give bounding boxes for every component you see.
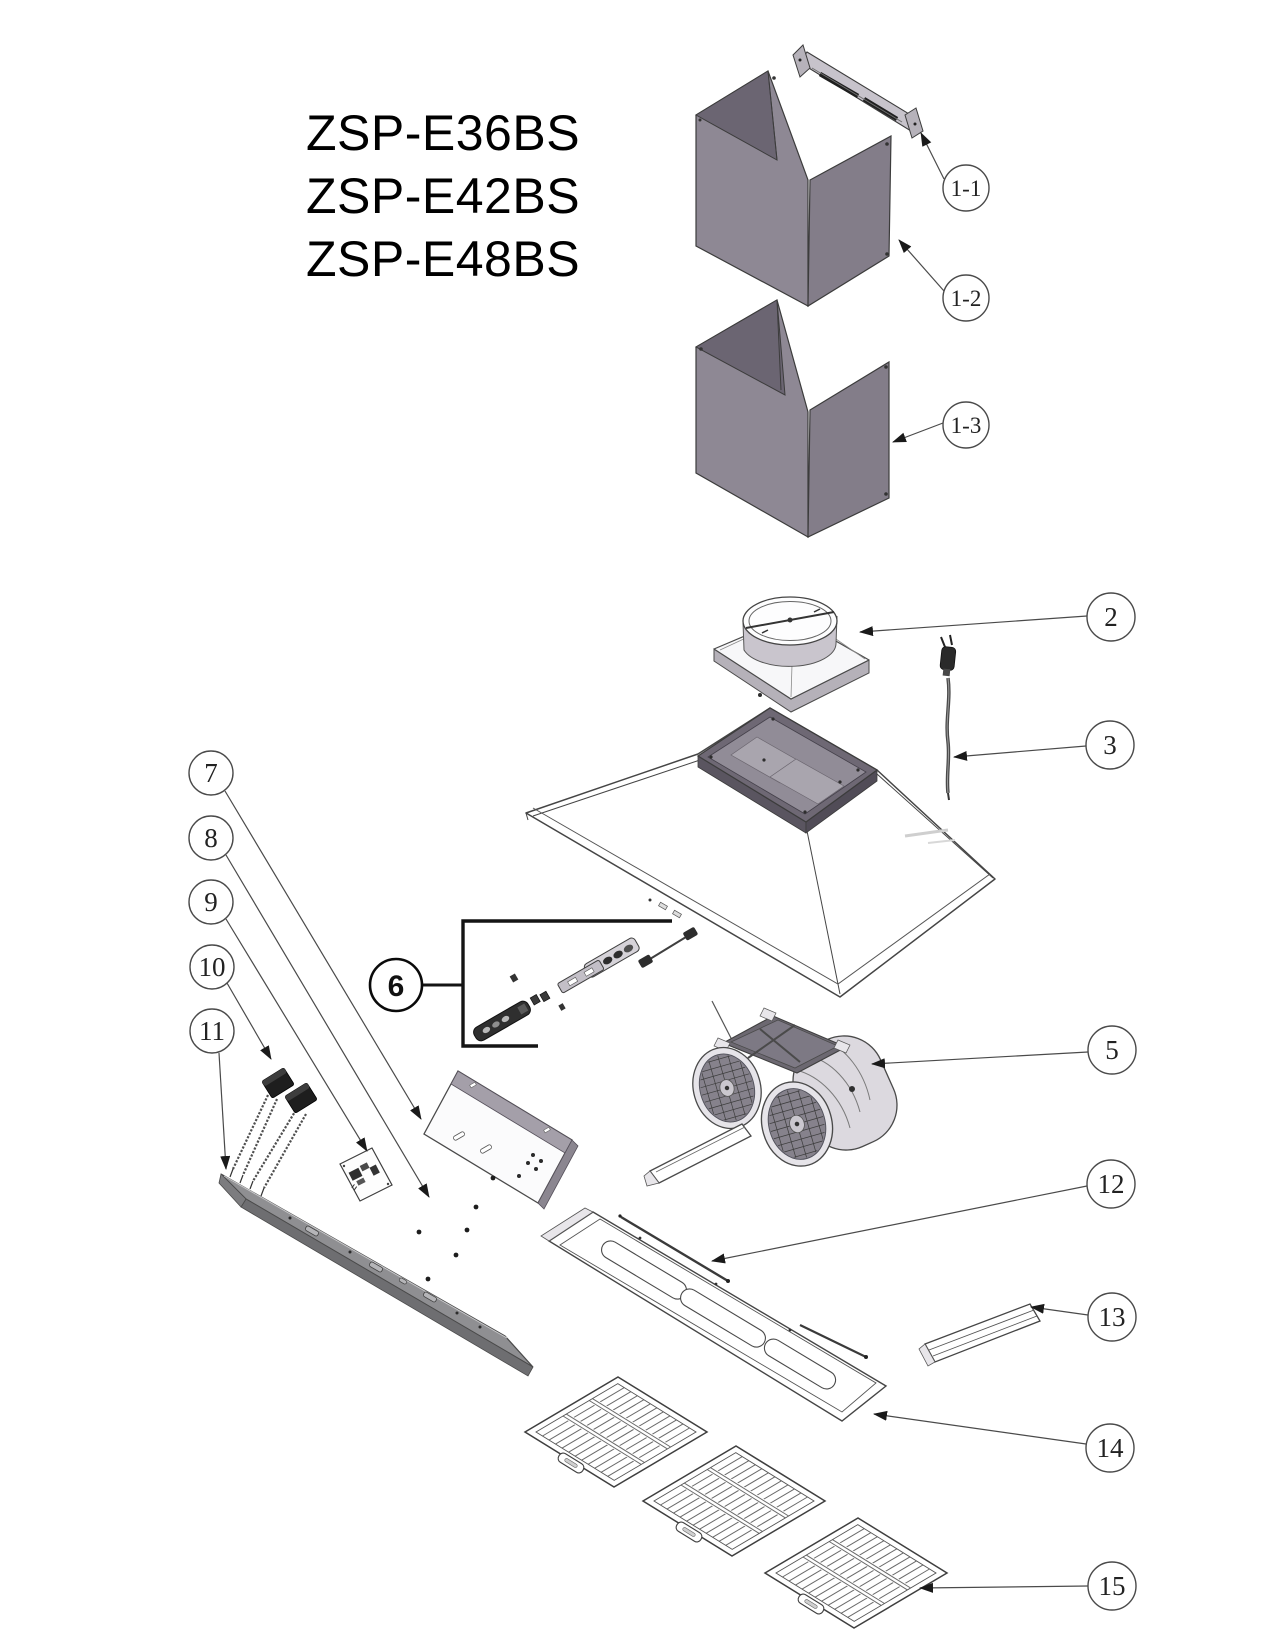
callouts: 1-1 1-2 1-3 2 3 5 6 7	[188, 164, 1137, 1611]
leader-lines	[218, 132, 1089, 1593]
small-block	[509, 973, 519, 983]
leader-8	[225, 854, 430, 1198]
callout-6: 6	[368, 957, 424, 1013]
leader-13	[1030, 1303, 1089, 1316]
switch-bracket	[557, 960, 605, 994]
electrical-plate	[423, 1070, 579, 1210]
pcb	[339, 1147, 393, 1202]
jumper-cable	[638, 927, 698, 968]
callout-9: 9	[188, 879, 234, 925]
callout-5: 5	[1087, 1025, 1137, 1075]
mounting-bracket	[792, 44, 924, 139]
blower-assembly	[683, 1000, 898, 1175]
baffle-filter-1	[525, 1377, 707, 1487]
capacitors	[229, 1067, 317, 1197]
callout-1-1-label: 1-1	[951, 176, 982, 201]
small-block-2	[558, 1003, 566, 1011]
callout-15-label: 15	[1099, 1571, 1126, 1601]
side-rail-right	[918, 1303, 1041, 1367]
leader-11	[218, 1052, 231, 1170]
callout-1-2-label: 1-2	[951, 286, 982, 311]
model-name-2: ZSP-E42BS	[306, 168, 580, 224]
filter-frame	[540, 1207, 888, 1422]
chimney-upper-section	[695, 70, 892, 308]
leader-14	[873, 1410, 1087, 1445]
leader-5	[871, 1051, 1089, 1069]
leader-1-1	[920, 132, 945, 180]
callout-8-label: 8	[204, 823, 218, 853]
callout-14-label: 14	[1097, 1433, 1125, 1463]
callout-1-2: 1-2	[942, 274, 990, 322]
callout-1-3: 1-3	[942, 401, 990, 449]
callout-7: 7	[188, 750, 234, 796]
callout-13: 13	[1087, 1292, 1137, 1342]
duct-adapter	[713, 596, 870, 713]
duct-mounting-plate	[696, 693, 879, 834]
callout-3-label: 3	[1103, 730, 1117, 760]
front-trim-panel	[218, 1173, 534, 1377]
callout-3: 3	[1085, 720, 1135, 770]
callout-13-label: 13	[1099, 1302, 1126, 1332]
leader-10	[226, 982, 272, 1060]
model-name-3: ZSP-E48BS	[306, 231, 580, 287]
model-title-block: ZSP-E36BS ZSP-E42BS ZSP-E48BS	[306, 105, 580, 287]
leader-1-3	[892, 422, 944, 443]
callout-1-1: 1-1	[942, 164, 990, 212]
callout-10-label: 10	[199, 952, 226, 982]
leader-9	[225, 918, 368, 1152]
baffle-filter-2	[643, 1446, 825, 1556]
callout-12: 12	[1086, 1159, 1136, 1209]
switch-strip	[473, 1000, 531, 1042]
side-rail-left	[643, 1123, 752, 1187]
leader-3	[953, 745, 1087, 761]
callout-8: 8	[188, 815, 234, 861]
power-cord	[939, 634, 957, 801]
leader-1-2	[898, 239, 945, 292]
leader-12	[711, 1185, 1088, 1264]
leader-15	[919, 1582, 1089, 1593]
callout-11-label: 11	[199, 1016, 225, 1046]
callout-9-label: 9	[204, 887, 218, 917]
callout-6-label: 6	[388, 970, 405, 1003]
screws	[416, 1175, 496, 1282]
spacer-blocks	[529, 990, 551, 1006]
callout-5-label: 5	[1105, 1035, 1119, 1065]
leader-7	[224, 790, 422, 1120]
callout-12-label: 12	[1098, 1169, 1125, 1199]
callout-15: 15	[1087, 1561, 1137, 1611]
callout-2-label: 2	[1104, 602, 1118, 632]
callout-2: 2	[1086, 592, 1136, 642]
callout-11: 11	[189, 1008, 235, 1054]
chimney-lower-section	[694, 299, 890, 539]
model-name-1: ZSP-E36BS	[306, 105, 580, 161]
callout-1-3-label: 1-3	[951, 413, 982, 438]
callout-10: 10	[189, 944, 235, 990]
control-parts-group	[473, 927, 698, 1042]
leader-2	[859, 615, 1088, 637]
canopy-rim-marks	[648, 898, 682, 919]
callout-7-label: 7	[204, 758, 218, 788]
baffle-filter-3	[765, 1518, 947, 1628]
callout-14: 14	[1085, 1423, 1135, 1473]
